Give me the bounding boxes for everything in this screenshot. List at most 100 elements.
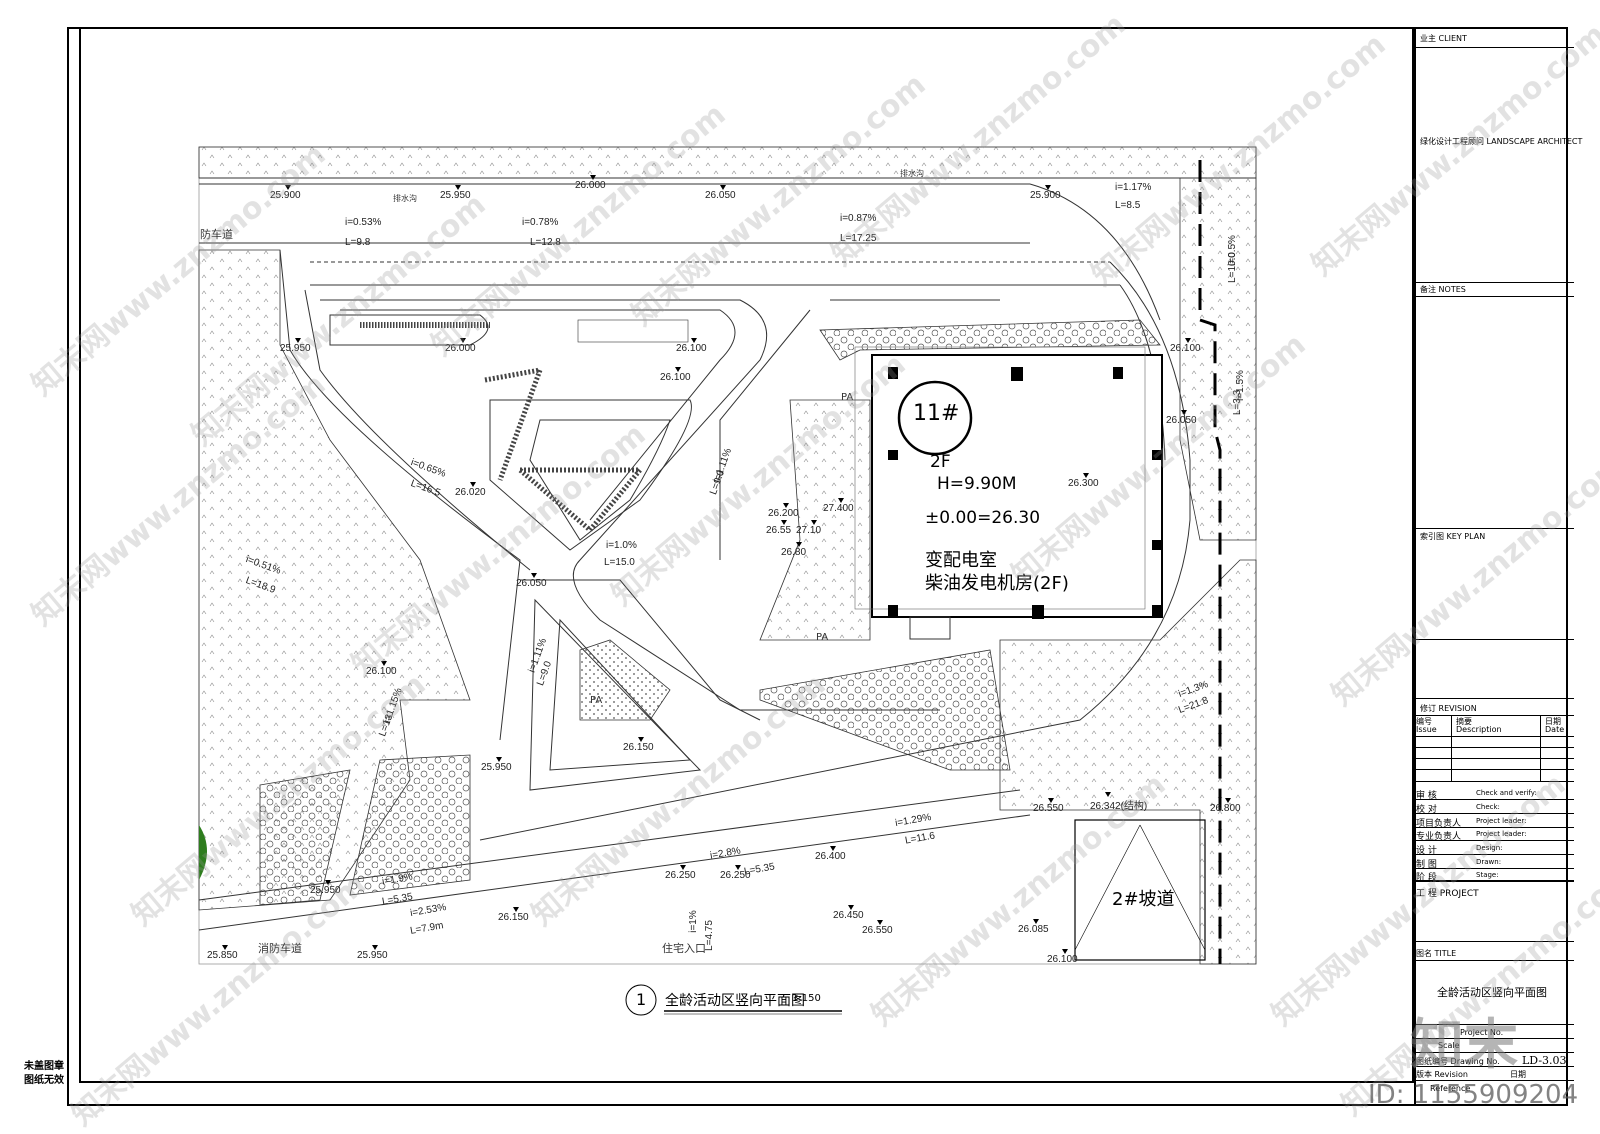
pa-label-2: PA bbox=[816, 632, 829, 643]
elevation-label: 25.850 bbox=[207, 950, 238, 961]
tb-line bbox=[1414, 1038, 1574, 1039]
tb-line bbox=[1414, 758, 1574, 759]
elevation-marker bbox=[325, 880, 331, 885]
stamp-note-line1: 未盖图章 bbox=[24, 1061, 64, 1072]
tb-line bbox=[1414, 827, 1574, 828]
elevation-marker bbox=[638, 737, 644, 742]
sign-row-cn: 制 图 bbox=[1416, 860, 1437, 870]
elevation-marker bbox=[848, 905, 854, 910]
tb-line bbox=[1414, 960, 1574, 961]
grade-label: i=1.17% bbox=[1115, 182, 1152, 193]
date-label: 日期 bbox=[1510, 1070, 1526, 1079]
elevation-marker bbox=[1185, 338, 1191, 343]
title-block bbox=[1414, 27, 1576, 1106]
inner-border bbox=[79, 27, 1414, 1083]
sign-row-cn: 阶 段 bbox=[1416, 873, 1437, 883]
sign-row-en: Stage: bbox=[1476, 871, 1499, 879]
rev-desc-en: Description bbox=[1456, 725, 1502, 734]
grade-label: L=9.8 bbox=[345, 237, 371, 248]
elevation-marker bbox=[285, 185, 291, 190]
tb-line bbox=[1414, 1024, 1574, 1025]
tb-line bbox=[1414, 941, 1574, 942]
rev-date-en: Date bbox=[1545, 725, 1565, 734]
elevation-label: 26.020 bbox=[455, 487, 486, 498]
building-datum: ±0.00=26.30 bbox=[925, 508, 1041, 528]
elevation-label: 26.55 bbox=[766, 525, 792, 536]
elevation-marker bbox=[1045, 185, 1051, 190]
landscape-label: 绿化设计工程顾问 LANDSCAPE ARCHITECT bbox=[1420, 137, 1583, 146]
elevation-label: 26.80 bbox=[781, 547, 807, 558]
rev-issue-en: Issue bbox=[1416, 725, 1437, 734]
elevation-marker bbox=[372, 945, 378, 950]
caption-title: 全龄活动区竖向平面图 bbox=[665, 993, 805, 1009]
building-number-circle bbox=[897, 380, 973, 456]
sign-row-en: Project leader: bbox=[1476, 817, 1527, 825]
building-11 bbox=[854, 346, 1163, 640]
tb-line bbox=[1414, 1080, 1574, 1081]
grade-label: i=0.78% bbox=[522, 217, 559, 228]
tb-line bbox=[1414, 881, 1574, 882]
sign-row-en: Design: bbox=[1476, 844, 1503, 852]
ramp-2 bbox=[1074, 819, 1206, 961]
tb-line bbox=[1414, 799, 1574, 800]
elevation-label: 26.800 bbox=[1210, 803, 1241, 814]
tb-line bbox=[1414, 868, 1574, 869]
tb-line bbox=[1414, 813, 1574, 814]
elevation-label: 25.950 bbox=[440, 190, 471, 201]
building-height: H=9.90M bbox=[937, 474, 1017, 494]
revision-label: 修订 REVISION bbox=[1420, 704, 1477, 713]
sign-row-en: Project leader: bbox=[1476, 830, 1527, 838]
caption-number-circle bbox=[625, 984, 657, 1016]
pa-label: PA bbox=[841, 392, 854, 403]
grade-label: L=15.0 bbox=[604, 557, 635, 568]
elevation-marker bbox=[513, 907, 519, 912]
tb-line bbox=[1414, 1066, 1574, 1067]
elevation-label: 25.900 bbox=[1030, 190, 1061, 201]
grade-label: L=12.8 bbox=[530, 237, 561, 248]
elevation-label: 26.250 bbox=[720, 870, 751, 881]
elevation-label: 26.150 bbox=[498, 912, 529, 923]
elevation-label: 26.100 bbox=[366, 666, 397, 677]
sign-row-cn: 审 核 bbox=[1416, 791, 1437, 801]
elevation-label: 26.200 bbox=[768, 508, 799, 519]
tb-line bbox=[1414, 1052, 1574, 1053]
tb-line bbox=[1414, 528, 1574, 529]
elevation-label: 26.250 bbox=[665, 870, 696, 881]
elevation-label: 26.100 bbox=[1170, 343, 1201, 354]
elevation-label: 26.400 bbox=[815, 851, 846, 862]
tb-line bbox=[1414, 747, 1574, 748]
sign-row-cn: 项目负责人 bbox=[1416, 819, 1462, 829]
rev-issue-cn: 编号 bbox=[1416, 717, 1432, 726]
elevation-label: 26.550 bbox=[1033, 803, 1064, 814]
elevation-label: 26.000 bbox=[445, 343, 476, 354]
caption-scale: 1:150 bbox=[792, 993, 821, 1004]
tb-line bbox=[1414, 296, 1574, 297]
tb-line bbox=[1414, 840, 1574, 841]
tb-line bbox=[1414, 715, 1574, 716]
tree-icon bbox=[199, 825, 207, 880]
grade-label: i=1% bbox=[687, 910, 699, 933]
drain-label: 排水沟 bbox=[393, 194, 417, 203]
elevation-marker bbox=[1062, 949, 1068, 954]
tb-line bbox=[1414, 282, 1574, 283]
elevation-marker bbox=[680, 865, 686, 870]
grade-label: i=0.53% bbox=[345, 217, 382, 228]
elevation-marker bbox=[796, 542, 802, 547]
elevation-marker bbox=[781, 520, 787, 525]
elevation-markers bbox=[222, 175, 1231, 954]
elevation-marker bbox=[1033, 919, 1039, 924]
elevation-marker bbox=[1083, 473, 1089, 478]
version-label: 版本 Revision bbox=[1416, 1070, 1468, 1079]
title-label: 图名 TITLE bbox=[1416, 949, 1457, 958]
building-use-2: 柴油发电机房(2F) bbox=[925, 573, 1069, 594]
property-line bbox=[1198, 160, 1222, 964]
elevation-marker bbox=[470, 482, 476, 487]
project-label: 工 程 PROJECT bbox=[1416, 889, 1479, 899]
elevation-marker bbox=[720, 185, 726, 190]
caption-number: 1 bbox=[636, 990, 647, 1009]
elevation-label: 26.100 bbox=[660, 372, 691, 383]
fire-lane-bottom: 消防车道 bbox=[258, 942, 302, 955]
sign-row-cn: 设 计 bbox=[1416, 846, 1437, 856]
grade-label: L=17.25 bbox=[840, 233, 877, 244]
